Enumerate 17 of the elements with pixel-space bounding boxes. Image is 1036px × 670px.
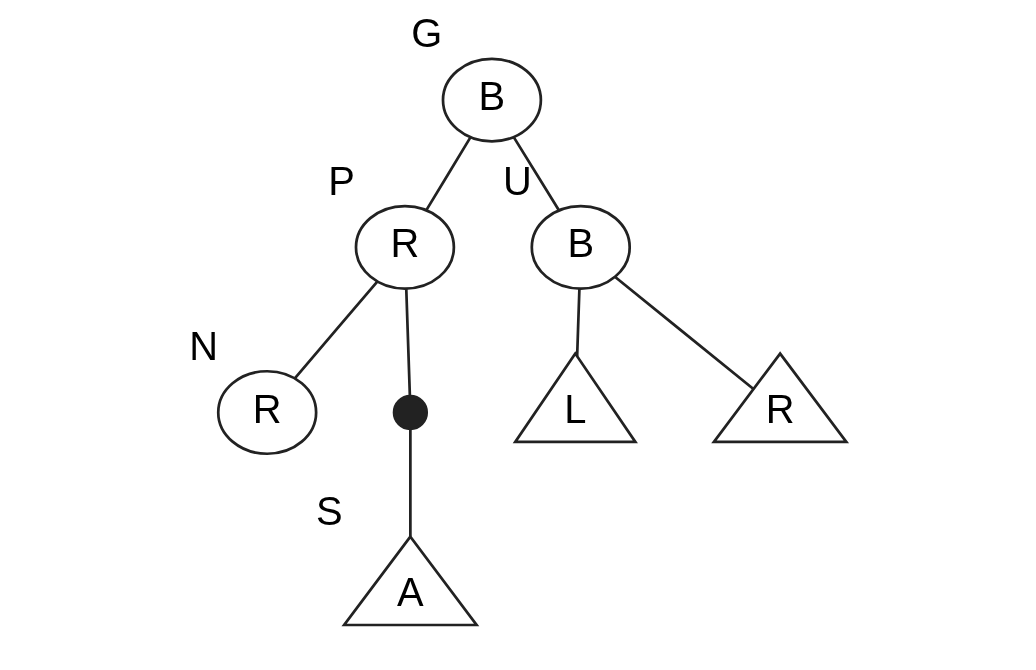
node-ellipse: R: [354, 204, 456, 290]
node-label: G: [411, 11, 443, 56]
node-ellipse: B: [530, 204, 632, 290]
node-label: P: [328, 158, 355, 203]
connector: [409, 429, 412, 537]
connector: [425, 136, 472, 211]
connector: [512, 136, 561, 212]
node-circle: [392, 394, 429, 431]
node-label: S: [315, 489, 343, 534]
connector: [294, 280, 379, 379]
node-ellipse: R: [216, 369, 318, 456]
connector: [404, 289, 412, 397]
node-ellipse: B: [441, 57, 543, 143]
node-label: N: [189, 323, 219, 368]
node-label: U: [502, 158, 532, 203]
connector: [575, 289, 581, 357]
connector: [614, 276, 755, 391]
